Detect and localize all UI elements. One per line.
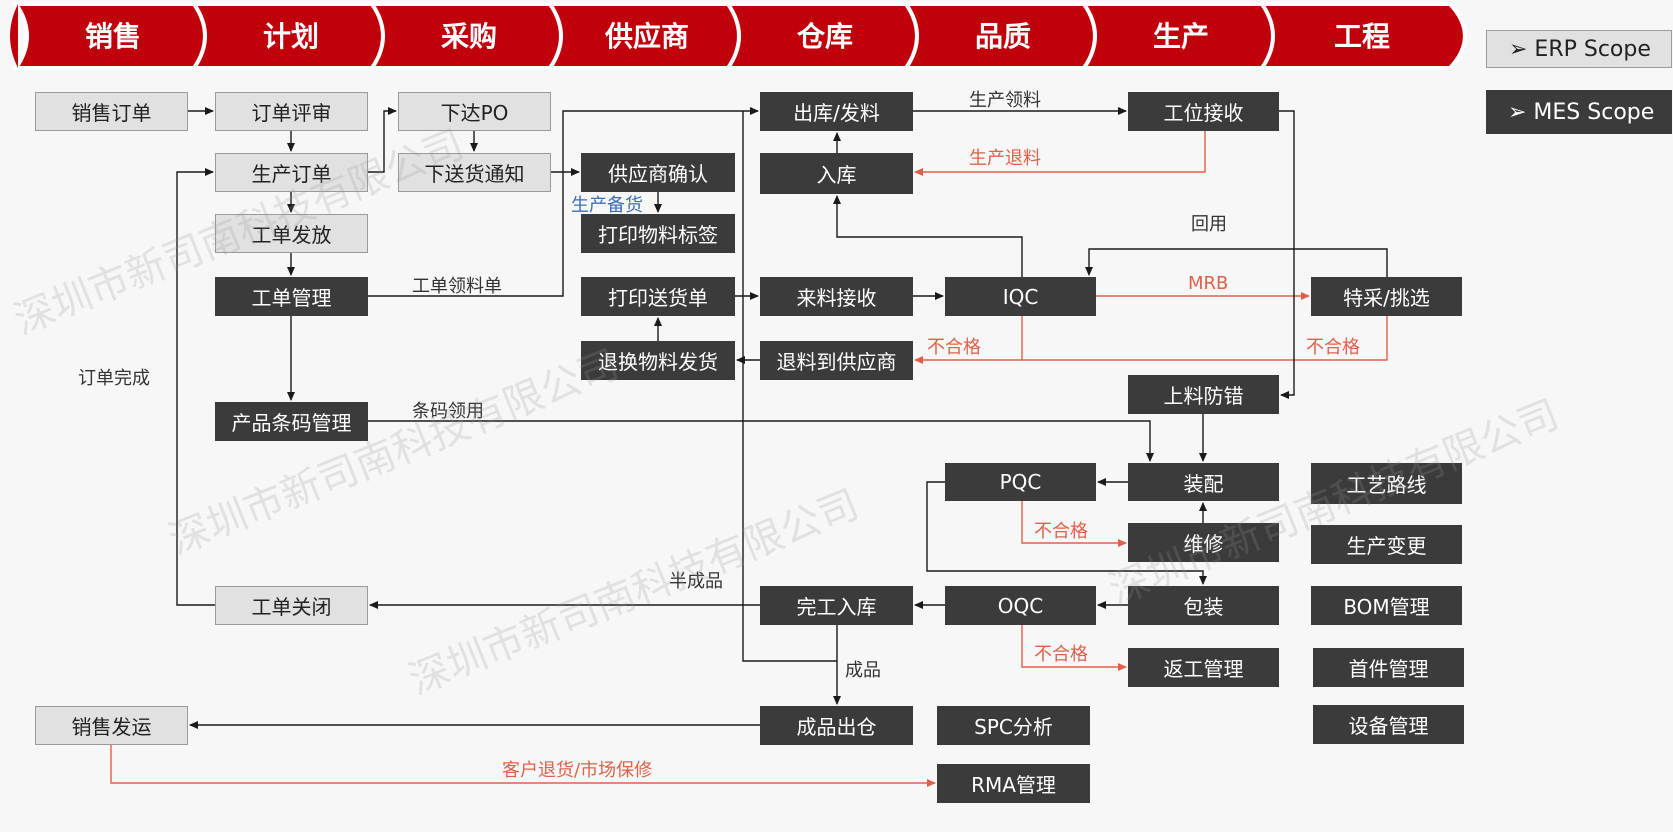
label-reject-pqc: 不合格 [1034,521,1088,542]
node-inbound: 入库 [760,153,913,194]
node-barcode-mgmt: 产品条码管理 [215,402,368,441]
header-tab-1: 计划 [263,20,319,53]
node-pqc: PQC [945,463,1096,501]
edge-station-to-feeding [1279,110,1295,399]
node-finish-inbound: 完工入库 [760,586,913,625]
node-bom: BOM管理 [1311,586,1462,625]
node-work-order-release: 工单发放 [215,214,368,253]
node-delivery-notice: 下送货通知 [398,153,551,192]
label-wo-pick-list: 工单领料单 [412,276,502,297]
edge-ship-to-rma [110,745,936,787]
header-tab-5: 品质 [975,20,1031,53]
node-supplier-confirm: 供应商确认 [581,153,735,192]
edge-barcode-to-assembly [368,420,1154,462]
label-reject-oqc: 不合格 [1034,644,1088,665]
node-feeding-check: 上料防错 [1128,375,1279,414]
node-spc: SPC分析 [937,706,1090,745]
node-order-review: 订单评审 [215,92,368,131]
label-prod-prep: 生产备货 [571,195,643,216]
node-outbound: 出库/发料 [760,92,913,131]
node-repair: 维修 [1128,523,1279,562]
node-sales-order: 销售订单 [35,92,188,131]
label-semi-finished: 半成品 [669,571,723,592]
label-reuse: 回用 [1191,214,1227,235]
node-return-supplier: 退料到供应商 [760,341,913,380]
node-return-replace: 退换物料发货 [581,341,735,380]
edge-station-return [914,131,1206,176]
node-fg-outbound: 成品出仓 [760,706,913,745]
node-issue-po: 下达PO [398,92,551,131]
node-iqc: IQC [945,277,1096,316]
label-reject-iqc: 不合格 [927,337,981,358]
node-incoming-receive: 来料接收 [760,277,913,316]
node-oqc: OQC [945,586,1096,625]
edge-oqc-reject [1021,625,1127,671]
edge-pqc-to-packing [926,481,1207,585]
node-rma: RMA管理 [937,764,1090,803]
edge-iqc-to-inbound [833,195,1023,277]
node-special-pick: 特采/挑选 [1311,277,1462,316]
node-first-article: 首件管理 [1313,648,1464,687]
header-tab-2: 采购 [441,20,497,53]
node-equipment: 设备管理 [1313,705,1464,744]
node-rework: 返工管理 [1128,648,1279,687]
node-print-delivery: 打印送货单 [581,277,735,316]
node-production-order: 生产订单 [215,153,368,192]
node-assembly: 装配 [1128,463,1279,501]
edge-special-reuse [1085,248,1388,277]
node-prod-change: 生产变更 [1311,525,1462,564]
edge-prod-to-po [368,107,397,173]
node-print-labels: 打印物料标签 [581,214,735,253]
header-tab-4: 仓库 [797,20,853,53]
label-prod-pick: 生产领料 [969,90,1041,111]
header-tab-0: 销售 [85,20,141,53]
label-prod-return: 生产退料 [969,148,1041,169]
edge-special-reject [1022,316,1388,361]
node-packing: 包装 [1128,586,1279,625]
node-routing: 工艺路线 [1311,463,1462,504]
label-barcode-use: 条码领用 [412,401,484,422]
node-station-receive: 工位接收 [1128,92,1279,131]
node-work-order-mgmt: 工单管理 [215,277,368,316]
header-tab-6: 生产 [1153,20,1209,53]
header-left-cap [10,4,18,68]
edge-pqc-reject [1021,501,1127,547]
module-header-bar: 销售 计划 采购 供应商 仓库 品质 生产 工程 [10,1,1467,70]
edge-mgmt-to-outbound [368,107,759,297]
label-reject-special: 不合格 [1306,337,1360,358]
label-finished: 成品 [845,660,881,681]
header-tab-3: 供应商 [604,20,689,53]
legend-mes-scope: ➢ MES Scope [1486,90,1672,134]
edge-semi-finished [742,111,837,662]
header-tab-7: 工程 [1334,20,1390,53]
label-customer-return: 客户退货/市场保修 [502,760,653,781]
node-close-order: 工单关闭 [215,586,368,625]
node-sales-ship: 销售发运 [35,706,188,745]
legend-erp-scope: ➢ ERP Scope [1486,30,1672,68]
label-order-complete: 订单完成 [78,368,150,389]
edge-close-to-prod [176,168,215,606]
label-mrb: MRB [1188,273,1229,294]
header-tab-shape [1258,2,1467,70]
